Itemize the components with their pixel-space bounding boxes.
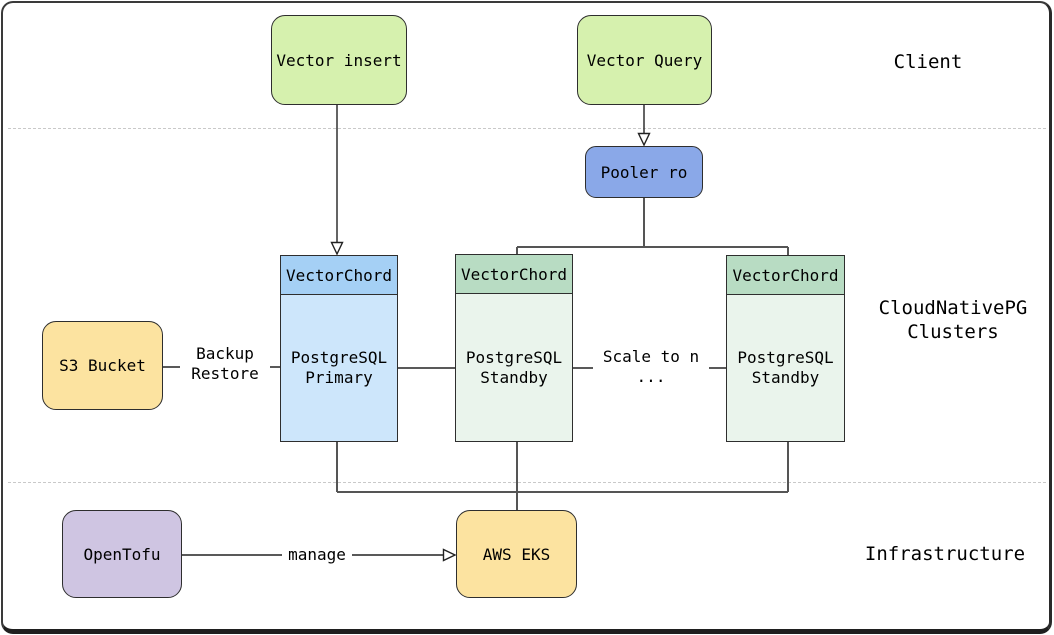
edge-label-manage: manage — [282, 544, 352, 567]
node-pg-primary-body-line1: PostgreSQL — [290, 348, 388, 367]
edge-clusters-to-eks — [336, 442, 789, 510]
edge-label-backup-restore-line1: Backup — [196, 344, 254, 363]
node-pg-standby-1: VectorChord PostgreSQL Standby — [455, 254, 573, 442]
section-label-client: Client — [893, 51, 963, 73]
node-vector-query-label: Vector Query — [586, 50, 703, 70]
node-pg-primary-body: PostgreSQL Primary — [281, 295, 397, 441]
arrowhead-right-icon — [442, 548, 457, 562]
node-pg-primary: VectorChord PostgreSQL Primary — [280, 255, 398, 442]
section-label-cnpg-line2: Clusters — [907, 320, 999, 343]
edge-pooler-to-standbys — [516, 198, 789, 256]
node-aws-eks-label: AWS EKS — [482, 544, 551, 564]
node-pg-standby-2-body-line1: PostgreSQL — [737, 348, 834, 367]
section-label-cnpg: CloudNativePG Clusters — [858, 297, 1048, 345]
node-pooler-ro-label: Pooler ro — [600, 162, 688, 182]
node-pg-standby-2-header: VectorChord — [727, 256, 844, 295]
node-pg-primary-header: VectorChord — [281, 256, 397, 295]
edge-vector-query-to-pooler — [637, 105, 651, 147]
edge-label-scale-to-n-line1: Scale to n — [602, 347, 700, 366]
node-vector-insert-label: Vector insert — [276, 50, 402, 70]
section-label-cnpg-line1: CloudNativePG — [878, 297, 1028, 319]
arrowhead-down-icon — [330, 241, 344, 256]
node-pg-standby-1-body-line2: Standby — [480, 367, 548, 387]
edge-label-backup-restore: Backup Restore — [180, 343, 270, 386]
section-divider-cnpg-infra — [8, 482, 1046, 483]
node-aws-eks: AWS EKS — [456, 510, 577, 598]
node-pg-standby-1-body-line1: PostgreSQL — [465, 347, 563, 367]
arrowhead-down-icon — [637, 132, 651, 147]
edge-label-scale-to-n: Scale to n ... — [593, 346, 709, 389]
node-vector-query: Vector Query — [577, 15, 712, 105]
node-pg-standby-1-header: VectorChord — [456, 255, 572, 294]
node-pg-standby-2: VectorChord PostgreSQL Standby — [726, 255, 845, 442]
node-pg-primary-body-line2: Primary — [305, 368, 373, 387]
node-pg-standby-2-body: PostgreSQL Standby — [727, 295, 844, 441]
node-pooler-ro: Pooler ro — [585, 146, 703, 198]
section-label-infrastructure: Infrastructure — [864, 543, 1026, 565]
node-opentofu: OpenTofu — [62, 510, 182, 598]
node-opentofu-label: OpenTofu — [83, 544, 161, 564]
node-s3-bucket-label: S3 Bucket — [59, 356, 146, 375]
node-pg-standby-2-body-line2: Standby — [751, 368, 820, 387]
node-pg-standby-1-body: PostgreSQL Standby — [456, 294, 572, 441]
section-divider-client-cnpg — [8, 128, 1046, 129]
node-s3-bucket: S3 Bucket — [42, 321, 163, 410]
edge-label-scale-to-n-line2: ... — [636, 367, 666, 387]
edge-label-backup-restore-line2: Restore — [191, 364, 259, 384]
node-vector-insert: Vector insert — [271, 15, 407, 105]
